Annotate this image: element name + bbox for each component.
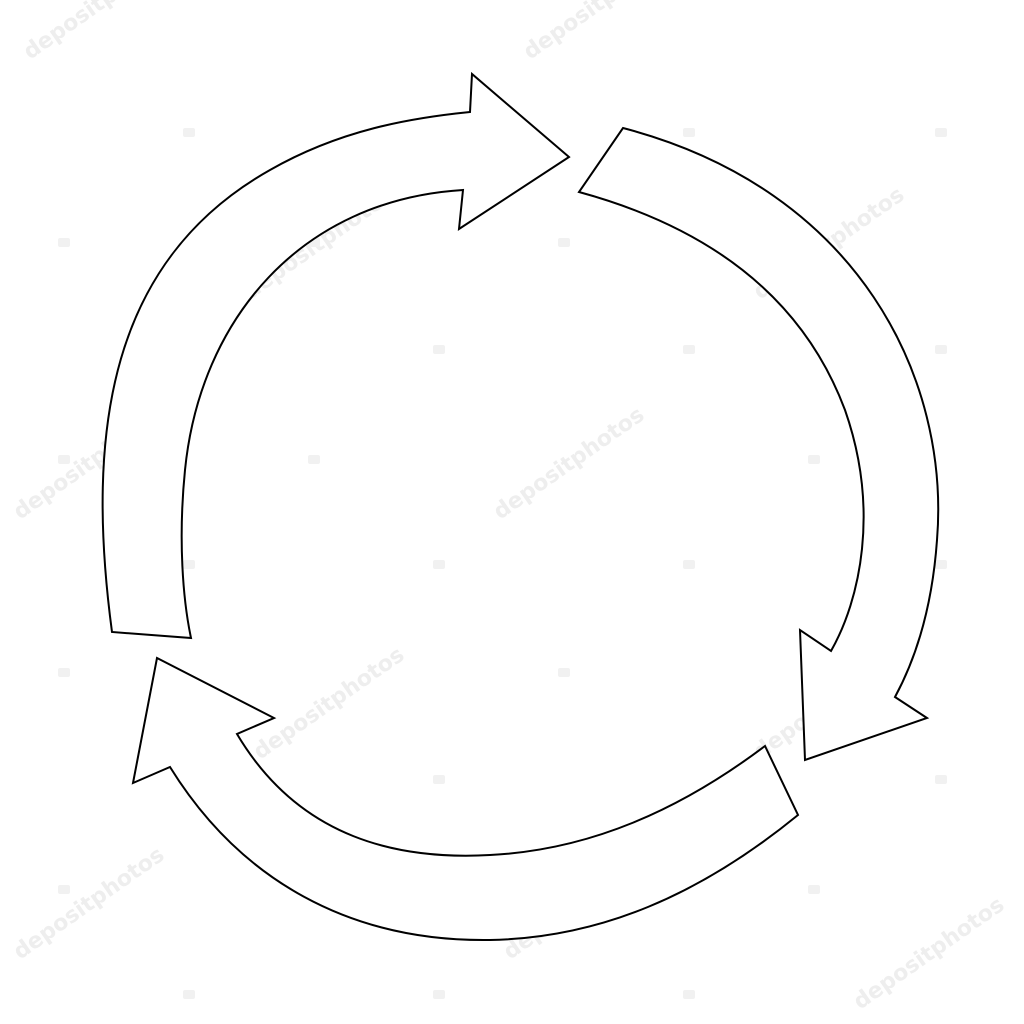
camera-watermark-icon <box>683 345 695 354</box>
camera-watermark-icon <box>558 668 570 677</box>
watermark-text: depositphotos <box>489 402 649 525</box>
camera-watermark-icon <box>433 560 445 569</box>
right-arc-arrow <box>577 126 940 762</box>
camera-watermark-icon <box>808 455 820 464</box>
camera-watermark-icon <box>558 238 570 247</box>
top-left-arc-arrow <box>101 71 571 640</box>
camera-watermark-icon <box>935 345 947 354</box>
camera-watermark-icon <box>433 775 445 784</box>
camera-watermark-icon <box>58 455 70 464</box>
camera-watermark-icon <box>58 885 70 894</box>
camera-watermark-icon <box>183 990 195 999</box>
camera-watermark-icon <box>433 345 445 354</box>
watermark-text: depositphotos <box>849 892 1009 1015</box>
watermark-text: depositphotos <box>19 0 179 65</box>
bottom-arc-arrow <box>131 656 800 942</box>
camera-watermark-icon <box>935 560 947 569</box>
camera-watermark-icon <box>58 238 70 247</box>
camera-watermark-icon <box>683 128 695 137</box>
camera-watermark-icon <box>808 885 820 894</box>
camera-watermark-icon <box>58 668 70 677</box>
camera-watermark-icon <box>683 990 695 999</box>
watermark-text: depositphotos <box>9 842 169 965</box>
watermark-text: depositphotos <box>249 642 409 765</box>
watermark-text: depositphotos <box>519 0 679 65</box>
camera-watermark-icon <box>183 128 195 137</box>
camera-watermark-icon <box>683 560 695 569</box>
camera-watermark-icon <box>308 455 320 464</box>
camera-watermark-icon <box>935 775 947 784</box>
camera-watermark-icon <box>935 128 947 137</box>
camera-watermark-icon <box>183 560 195 569</box>
camera-watermark-icon <box>433 990 445 999</box>
